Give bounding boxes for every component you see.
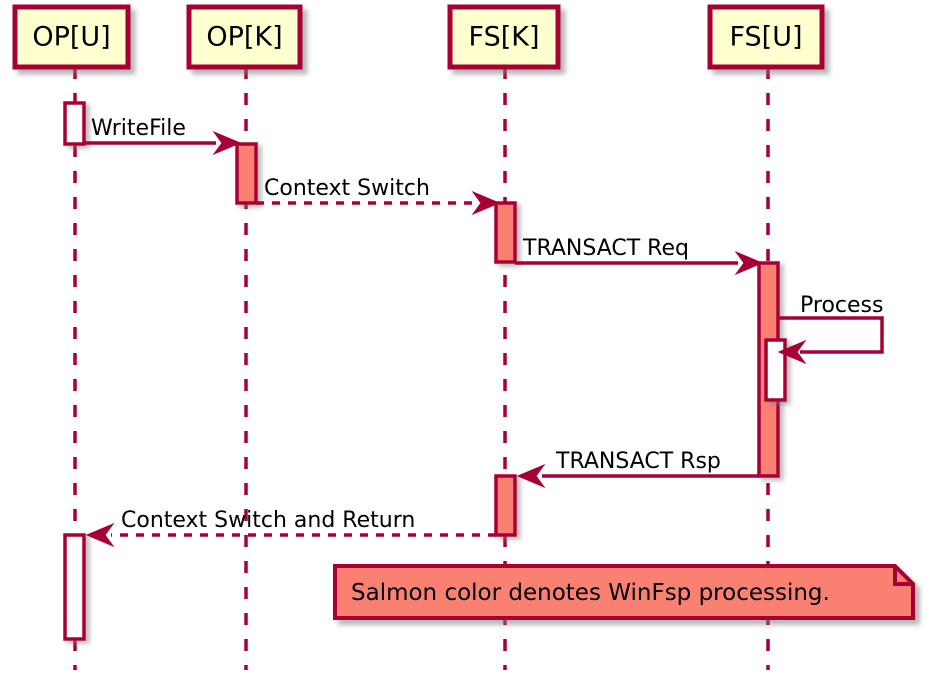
activation-bar-op_u <box>63 533 86 641</box>
message-label: Process <box>800 293 883 318</box>
activation-bars-group <box>63 101 787 641</box>
activation-bar-fs_u <box>764 338 787 402</box>
participant-label: FS[U] <box>729 22 802 53</box>
participant-label: OP[U] <box>32 22 110 53</box>
message-label: TRANSACT Req <box>522 236 689 261</box>
arrowhead-left-icon <box>516 463 546 489</box>
participant-label: OP[K] <box>206 22 282 53</box>
message-label: TRANSACT Rsp <box>555 449 721 474</box>
participant-box[interactable] <box>707 4 825 70</box>
message-label: WriteFile <box>91 116 186 141</box>
message-msg-transact-req[interactable]: TRANSACT Req <box>515 236 764 276</box>
note-text: Salmon color denotes WinFsp processing. <box>351 580 830 606</box>
participant-op_u[interactable]: OP[U] <box>12 4 131 70</box>
participant-box[interactable] <box>447 4 561 70</box>
notes-group: Salmon color denotes WinFsp processing. <box>333 564 915 620</box>
activation-bar-op_k-winfsp <box>235 142 258 205</box>
note-body <box>333 564 915 620</box>
activation-bar-op_u <box>63 101 86 146</box>
participant-fs_k[interactable]: FS[K] <box>447 4 561 70</box>
message-label: Context Switch and Return <box>121 508 415 533</box>
message-msg-writefile[interactable]: WriteFile <box>84 116 242 156</box>
participant-label: FS[K] <box>469 22 540 53</box>
activation-bar-fs_k-winfsp <box>494 201 517 264</box>
message-msg-context-switch-return[interactable]: Context Switch and Return <box>85 508 496 548</box>
arrowhead-left-icon <box>85 522 115 548</box>
message-line <box>778 316 884 354</box>
note-fold-icon <box>893 566 913 586</box>
participants-group: OP[U] OP[K] FS[K] FS[U] <box>12 4 825 70</box>
participant-fs_u[interactable]: FS[U] <box>707 4 825 70</box>
arrowhead-right-icon <box>212 130 242 156</box>
arrowhead-left-icon <box>777 339 807 365</box>
arrowhead-right-icon <box>471 190 501 216</box>
participant-op_k[interactable]: OP[K] <box>186 4 303 70</box>
arrowhead-right-icon <box>734 250 764 276</box>
message-msg-context-switch[interactable]: Context Switch <box>256 176 501 216</box>
message-msg-process[interactable]: Process <box>777 293 884 365</box>
participant-box[interactable] <box>12 4 131 70</box>
note-note-salmon: Salmon color denotes WinFsp processing. <box>333 564 915 620</box>
activation-bar-fs_k-winfsp <box>494 474 517 537</box>
message-label: Context Switch <box>264 176 430 201</box>
message-msg-transact-rsp[interactable]: TRANSACT Rsp <box>516 449 759 489</box>
participant-box[interactable] <box>186 4 303 70</box>
